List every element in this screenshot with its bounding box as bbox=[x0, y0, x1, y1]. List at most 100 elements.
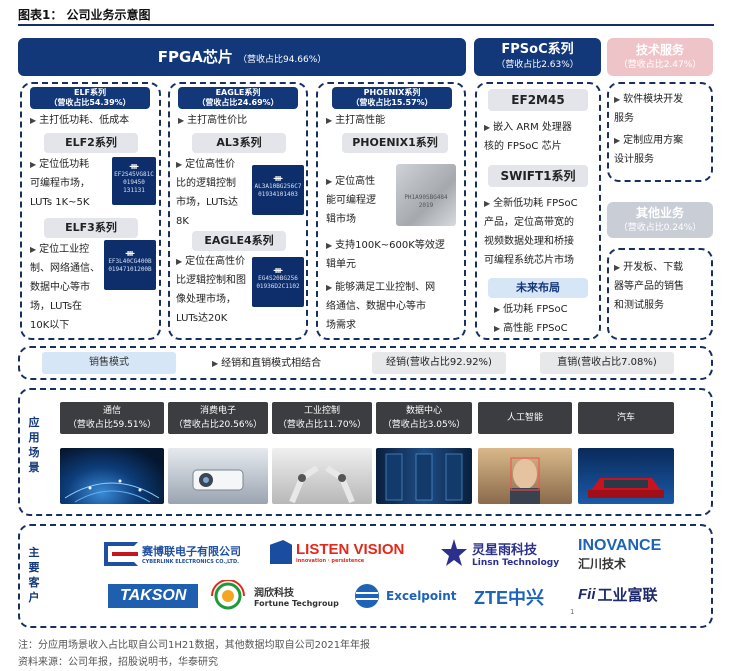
customers-panel bbox=[18, 524, 713, 628]
apps-panel bbox=[18, 388, 713, 516]
other-panel bbox=[607, 248, 713, 340]
elf3-title: ELF3系列 bbox=[44, 218, 138, 238]
server-rack-icon bbox=[385, 453, 463, 501]
swift1-title: SWIFT1系列 bbox=[488, 165, 588, 187]
tech-share: （营收占比2.47%） bbox=[618, 60, 702, 70]
phoenix1-title: PHOENIX1系列 bbox=[342, 133, 448, 153]
bullet-icon: ▶ bbox=[614, 95, 621, 104]
figure-source: 资料来源：公司年报，招股说明书，华泰研究 bbox=[18, 657, 218, 668]
elf2-desc: ▶定位低功耗 可编程市场， LUTs 1K~5K bbox=[30, 159, 90, 208]
swift1-desc: ▶全新低功耗 FPSoC 产品，定位高带宽的 视频数据处理和桥接 可编程系统芯片… bbox=[484, 198, 578, 266]
elf3-chip-image: ᚒ EF3L40CG400B 01947101200B bbox=[104, 240, 156, 290]
bullet-icon: ▶ bbox=[30, 116, 37, 125]
globe-network-icon bbox=[64, 479, 160, 503]
phoenix-header: PHOENIX系列 （营收占比15.57%） bbox=[332, 87, 452, 109]
ef2m45-title: EF2M45 bbox=[488, 89, 588, 111]
tech-header: 技术服务 （营收占比2.47%） bbox=[607, 38, 713, 76]
listen-vision-mark-icon bbox=[270, 540, 292, 564]
al3-desc: ▶定位高性价 比的逻辑控制 市场，LUTs达 8K bbox=[176, 159, 239, 227]
fortune-swirl-icon bbox=[211, 580, 245, 610]
bullet-icon: ▶ bbox=[212, 359, 219, 368]
industrial-image bbox=[272, 448, 372, 504]
cyberlink-logo: 赛博联电子有限公司 CYBERLINK ELECTRONICS CO.,LTD. bbox=[104, 542, 241, 566]
fpga-share: （营收占比94.66%） bbox=[237, 55, 327, 65]
app-industrial: 工业控制 （营收占比11.70%） bbox=[272, 402, 372, 434]
excelpoint-logo: Excelpoint bbox=[352, 582, 457, 610]
app-auto: 汽车 bbox=[578, 402, 674, 434]
elf-header: ELF系列 （营收占比54.39%） bbox=[30, 87, 150, 109]
eagle-title: EAGLE系列 bbox=[215, 88, 261, 97]
elf2-title: ELF2系列 bbox=[44, 133, 138, 153]
bullet-icon: ▶ bbox=[326, 283, 333, 292]
customers-label: 主要客户 bbox=[28, 546, 40, 604]
other-share: （营收占比0.24%） bbox=[618, 223, 702, 233]
eagle4-chip-image: ᚒ EG4S20BG256 01936D2C1102 bbox=[252, 257, 304, 307]
eagle-panel bbox=[168, 82, 308, 340]
datacenter-image bbox=[376, 448, 472, 504]
linsn-logo: 灵星雨科技 Linsn Technology bbox=[440, 538, 559, 568]
zte-logo: ZTE中兴 bbox=[474, 588, 544, 608]
phoenix-bullet-markets: ▶能够满足工业控制、网 络通信、数据中心等市 场需求 bbox=[326, 282, 436, 331]
fpsoc-title: FPSoC系列 bbox=[501, 42, 574, 57]
elf-panel bbox=[20, 82, 161, 340]
elf-positioning: ▶主打低功耗、低成本 bbox=[30, 115, 130, 126]
elf2-chip-image: ᚒ EF2S45VG81C 019450 131131 bbox=[112, 157, 156, 205]
eagle4-desc: ▶定位在高性价 比逻辑控制和图 像处理市场， LUTs达20K bbox=[176, 256, 246, 324]
figure-title: 图表1： 公司业务示意图 bbox=[18, 8, 151, 22]
bullet-icon: ▶ bbox=[614, 136, 621, 145]
bullet-icon: ▶ bbox=[484, 199, 491, 208]
robot-arm-icon bbox=[289, 465, 355, 504]
fpsoc-panel bbox=[475, 82, 601, 340]
bullet-icon: ▶ bbox=[30, 245, 37, 254]
future-layout-title: 未来布局 bbox=[488, 278, 588, 298]
other-title: 其他业务 bbox=[635, 206, 684, 220]
bullet-icon: ▶ bbox=[494, 324, 501, 333]
bullet-icon: ▶ bbox=[326, 241, 333, 250]
app-comms: 通信 （营收占比59.51%） bbox=[60, 402, 164, 434]
sales-panel bbox=[18, 346, 713, 380]
ai-image bbox=[478, 448, 572, 504]
app-datacenter: 数据中心 （营收占比3.05%） bbox=[376, 402, 472, 434]
bullet-icon: ▶ bbox=[614, 263, 621, 272]
sales-mode-desc: ▶经销和直销模式相结合 bbox=[212, 358, 322, 369]
sales-mode-label: 销售模式 bbox=[42, 352, 176, 374]
phoenix1-chip-image: PH1A90SBG484 2019 bbox=[396, 164, 456, 226]
tech-title: 技术服务 bbox=[635, 43, 684, 57]
comms-image bbox=[60, 448, 164, 504]
elf-share: （营收占比54.39%） bbox=[49, 98, 131, 107]
elf-title: ELF系列 bbox=[73, 88, 107, 97]
elf3-desc: ▶定位工业控 制、网络通信、 数据中心等市 场，LUTs在 10K以下 bbox=[30, 244, 100, 331]
page-number: 1 bbox=[570, 608, 575, 616]
app-ai: 人工智能 bbox=[478, 402, 572, 434]
direct-share: 直销(营收占比7.08%) bbox=[540, 352, 674, 374]
car-icon bbox=[588, 478, 664, 498]
listen-vision-logo: LISTEN VISION innovation · persistence bbox=[270, 540, 404, 564]
bullet-icon: ▶ bbox=[484, 123, 491, 132]
face-recognition-icon bbox=[510, 457, 540, 504]
auto-image bbox=[578, 448, 674, 504]
title-underline bbox=[18, 24, 714, 26]
takson-logo: TAKSON bbox=[108, 584, 199, 608]
excelpoint-globe-icon bbox=[355, 584, 379, 608]
fpga-header: FPGA芯片 （营收占比94.66%） bbox=[18, 38, 466, 76]
phoenix-positioning: ▶主打高性能 bbox=[326, 115, 386, 126]
fii-logo: Fii 工业富联 bbox=[578, 586, 658, 604]
phoenix-panel bbox=[316, 82, 466, 340]
linsn-star-icon bbox=[441, 539, 467, 566]
bullet-icon: ▶ bbox=[326, 116, 333, 125]
phoenix1-desc: ▶定位高性 能可编程逻 辑市场 bbox=[326, 176, 376, 225]
phoenix-share: （营收占比15.57%） bbox=[351, 98, 433, 107]
figure-note: 注：分应用场景收入占比取自公司1H21数据，其他数据均取自公司2021年年报 bbox=[18, 640, 371, 651]
future-desc: ▶低功耗 FPSoC ▶高性能 FPSoC bbox=[494, 304, 568, 334]
bullet-icon: ▶ bbox=[176, 257, 183, 266]
bullet-icon: ▶ bbox=[176, 160, 183, 169]
fpga-title: FPGA芯片 bbox=[157, 48, 233, 66]
phoenix-bullet-capacity: ▶支持100K~600K等效逻 辑单元 bbox=[326, 240, 445, 270]
fpsoc-share: （营收占比2.63%） bbox=[496, 60, 579, 70]
other-desc: ▶开发板、下载 器等产品的销售 和测试服务 bbox=[614, 262, 684, 311]
app-consumer: 消费电子 （营收占比20.56%） bbox=[168, 402, 268, 434]
bullet-icon: ▶ bbox=[178, 116, 185, 125]
inovance-logo: INOVANCE 汇川技术 bbox=[578, 537, 662, 571]
phoenix-title: PHOENIX系列 bbox=[363, 88, 421, 97]
fortune-logo: 润欣科技 Fortune Techgroup bbox=[206, 580, 339, 612]
